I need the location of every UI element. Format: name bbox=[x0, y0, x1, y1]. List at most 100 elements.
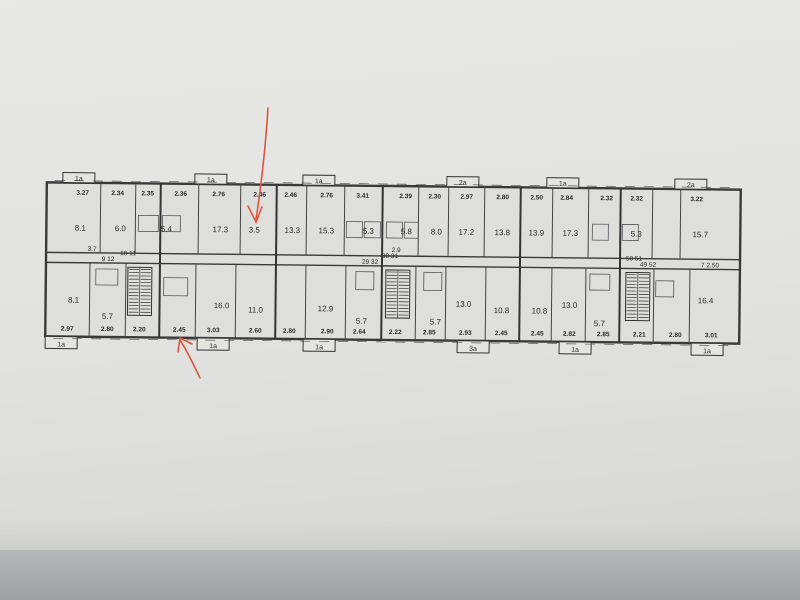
room-area: 10.8 bbox=[494, 306, 510, 315]
room-area: 13.8 bbox=[494, 228, 510, 237]
room-area: 3.5 bbox=[249, 225, 261, 234]
bottom-dimension: 2.82 bbox=[563, 331, 576, 338]
top-bay bbox=[194, 173, 228, 185]
room-area: 13.0 bbox=[456, 300, 472, 309]
room-area: 8.1 bbox=[75, 224, 87, 233]
room-area: 13.0 bbox=[562, 301, 578, 310]
room-area: 5.4 bbox=[161, 225, 173, 234]
bottom-bay-label: 1а bbox=[703, 348, 711, 355]
bottom-bay bbox=[456, 340, 490, 354]
staircase-2 bbox=[384, 269, 411, 319]
annotation-arrow-down bbox=[247, 107, 269, 224]
room-area: 16.4 bbox=[698, 296, 714, 305]
top-dimension: 3.22 bbox=[690, 196, 703, 203]
room-area: 5.7 bbox=[430, 317, 442, 326]
corridor-label: 49 52 bbox=[640, 262, 657, 269]
bottom-dimension: 2.21 bbox=[633, 332, 646, 339]
bottom-dimension: 2.20 bbox=[133, 326, 146, 333]
room-area: 5.3 bbox=[363, 227, 375, 236]
top-dimension: 2.30 bbox=[428, 193, 441, 200]
bottom-bay bbox=[196, 337, 230, 351]
corridor-label: 3.7 bbox=[88, 246, 97, 253]
bottom-bay-label: 1а bbox=[57, 341, 65, 348]
room-area: 10.8 bbox=[532, 306, 548, 315]
room-area: 6.0 bbox=[115, 224, 127, 233]
top-dimension: 2.36 bbox=[174, 191, 187, 198]
top-bay-label: 1а bbox=[207, 177, 215, 184]
bottom-dimension: 3.01 bbox=[705, 332, 718, 339]
staircase-3 bbox=[624, 271, 651, 322]
bottom-dimension: 2.45 bbox=[173, 327, 186, 334]
bottom-bay bbox=[44, 335, 78, 350]
room-area: 15.7 bbox=[692, 230, 708, 239]
corridor-label: 10 11 bbox=[120, 250, 136, 257]
bottom-partitions bbox=[88, 262, 691, 344]
bottom-dimension: 2.80 bbox=[101, 326, 114, 333]
corridor-label: 30 31 bbox=[382, 253, 399, 260]
corridor-label: 2.9 bbox=[392, 247, 401, 254]
top-dimension: 2.97 bbox=[460, 194, 473, 201]
top-dimension: 2.39 bbox=[399, 193, 412, 200]
room-area: 16.0 bbox=[214, 301, 230, 310]
photo-shadow bbox=[0, 520, 800, 600]
top-dimension: 2.34 bbox=[111, 190, 124, 197]
top-dimension: 2.46 bbox=[284, 192, 297, 199]
top-bay-label: 1а bbox=[75, 176, 83, 183]
top-dimension: 2.76 bbox=[212, 191, 225, 198]
bottom-dimension: 2.85 bbox=[423, 329, 436, 336]
outer-wall bbox=[43, 181, 742, 345]
bottom-bay bbox=[558, 341, 592, 355]
room-area: 13.3 bbox=[284, 226, 300, 235]
bottom-bay-label: 1а bbox=[315, 344, 323, 351]
bottom-dimension: 2.64 bbox=[353, 329, 366, 336]
top-dimension: 2.32 bbox=[630, 195, 643, 202]
bottom-bay bbox=[690, 342, 724, 356]
top-bay-label: 2а bbox=[459, 180, 467, 187]
top-dimension: 3.27 bbox=[76, 190, 89, 197]
room-area: 8.0 bbox=[431, 227, 443, 236]
room-area: 17.3 bbox=[212, 225, 228, 234]
bottom-bay-label: 1а bbox=[209, 343, 217, 350]
corridor-label: 7 2.50 bbox=[701, 262, 720, 269]
bottom-dimension: 2.90 bbox=[321, 328, 334, 335]
staircase-1 bbox=[126, 266, 153, 316]
bottom-dimension: 2.85 bbox=[597, 331, 610, 338]
room-area: 5.7 bbox=[356, 317, 368, 326]
room-area: 8.1 bbox=[68, 296, 80, 305]
bottom-bay-label: 1а bbox=[571, 347, 579, 354]
bottom-dimension: 2.45 bbox=[495, 330, 508, 337]
bottom-bay bbox=[302, 338, 336, 352]
corridor-wall-top bbox=[46, 251, 741, 261]
room-area: 5.7 bbox=[102, 312, 114, 321]
top-bay bbox=[546, 177, 580, 189]
top-dimension: 2.84 bbox=[560, 195, 573, 202]
room-area: 5.8 bbox=[401, 227, 413, 236]
section-walls bbox=[158, 183, 622, 343]
bottom-bay-label: 3а bbox=[469, 346, 477, 353]
top-bay-label: 1а bbox=[315, 178, 323, 185]
bottom-dimension: 3.03 bbox=[207, 327, 220, 334]
top-bay-label: 2а bbox=[687, 182, 695, 189]
top-bay-label: 1а bbox=[559, 181, 567, 188]
room-area: 15.3 bbox=[318, 226, 334, 235]
top-dimension: 2.76 bbox=[320, 192, 333, 199]
top-partitions bbox=[99, 182, 682, 260]
room-area: 11.0 bbox=[248, 305, 264, 314]
top-dimension: 2.50 bbox=[530, 194, 543, 201]
bottom-dimension: 2.60 bbox=[249, 328, 262, 335]
top-dimension: 3.41 bbox=[356, 193, 369, 200]
bottom-dimension: 2.80 bbox=[669, 332, 682, 339]
corridor-label: 9 12 bbox=[102, 256, 115, 263]
top-bay bbox=[446, 176, 480, 188]
wet-rooms bbox=[95, 214, 675, 298]
room-area: 12.9 bbox=[318, 304, 334, 313]
top-bay bbox=[62, 172, 96, 184]
top-dimension: 2.35 bbox=[141, 190, 154, 197]
room-area: 5.3 bbox=[631, 229, 643, 238]
corridor-wall-bottom bbox=[45, 261, 740, 271]
top-bay bbox=[674, 178, 708, 190]
bottom-dimension: 2.80 bbox=[283, 328, 296, 335]
room-area: 13.9 bbox=[528, 228, 544, 237]
annotation-arrow-up bbox=[177, 336, 201, 379]
